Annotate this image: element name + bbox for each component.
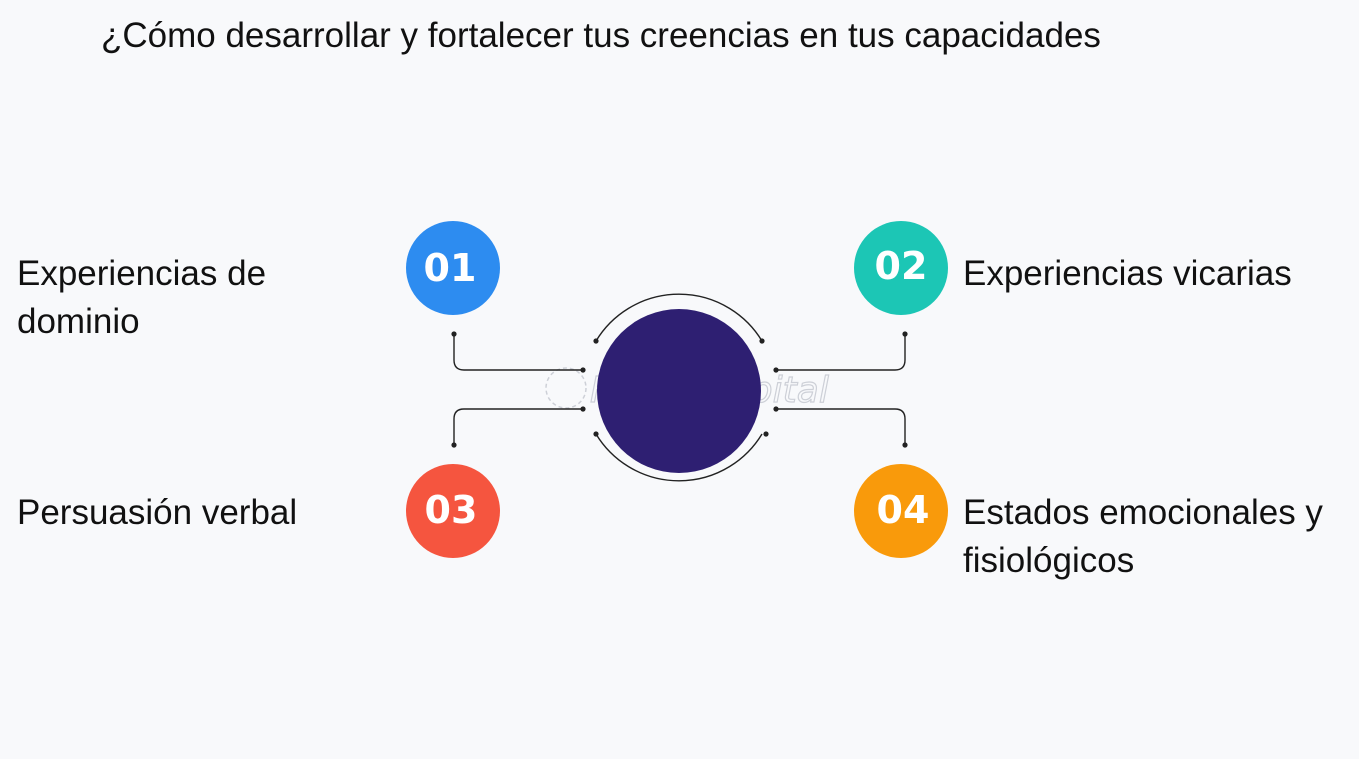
badge-04-number: 04	[877, 488, 930, 532]
connector-dot	[580, 406, 586, 412]
item-label-02: Experiencias vicarias	[963, 254, 1292, 293]
hub-arc-bottom	[595, 433, 763, 482]
connector-dot	[451, 331, 457, 337]
connector-dot	[451, 442, 457, 448]
badge-03-number: 03	[425, 488, 478, 532]
arc-dot	[593, 338, 599, 344]
watermark-gear-icon	[545, 367, 587, 409]
badge-02-circle	[854, 221, 948, 315]
connector-dot	[580, 367, 586, 373]
connector-01	[453, 336, 583, 371]
badge-04-circle	[854, 464, 948, 558]
connector-03	[453, 408, 583, 443]
connector-dot	[773, 367, 779, 373]
hub-arc-top	[595, 293, 763, 342]
connector-dot	[902, 331, 908, 337]
connector-dot	[773, 406, 779, 412]
arc-dot	[763, 431, 769, 437]
arc-dot	[593, 431, 599, 437]
connector-04	[776, 408, 906, 443]
item-label-01: Experiencias de dominio	[17, 254, 267, 341]
badge-02-number: 02	[875, 244, 928, 288]
badge-01-circle	[406, 221, 500, 315]
connector-dot	[902, 442, 908, 448]
item-label-04: Estados emocionales y fisiológicos	[963, 493, 1323, 580]
arc-dot	[759, 338, 765, 344]
connector-02	[776, 336, 906, 371]
hub-circle	[597, 309, 761, 473]
page-title: ¿Cómo desarrollar y fortalecer tus creen…	[101, 16, 1101, 55]
badge-01-number: 01	[424, 246, 477, 290]
item-label-03: Persuasión verbal	[17, 493, 298, 532]
badge-03-circle	[406, 464, 500, 558]
